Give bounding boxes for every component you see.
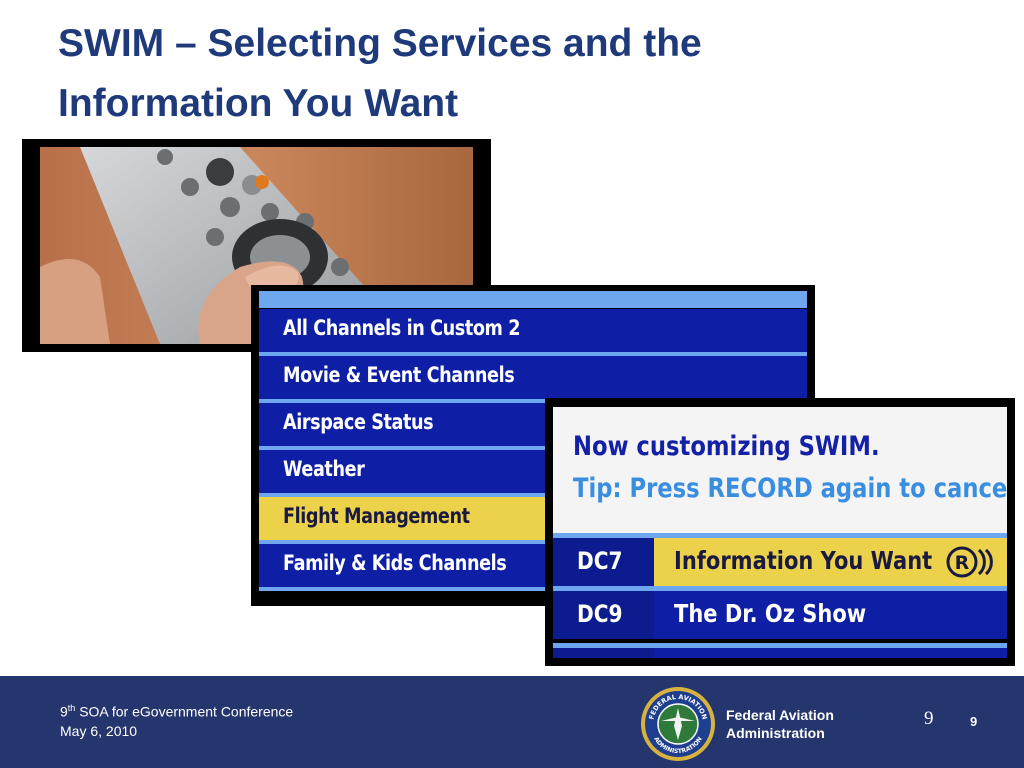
conference-name: 9th SOA for eGovernment Conference bbox=[60, 703, 293, 720]
conference-date: May 6, 2010 bbox=[60, 723, 138, 739]
channel-menu-item[interactable]: Movie & Event Channels bbox=[259, 356, 807, 403]
svg-text:R: R bbox=[955, 552, 970, 574]
organization-name-line-1: Federal Aviation bbox=[726, 707, 834, 723]
customize-tip: Tip: Press RECORD again to cance bbox=[573, 473, 1007, 504]
program-row-selected[interactable]: Information You Want R bbox=[654, 538, 1007, 586]
customize-message: Now customizing SWIM. bbox=[573, 431, 880, 462]
channel-code: DC9 bbox=[577, 600, 623, 628]
program-title: Information You Want bbox=[674, 546, 933, 575]
program-row[interactable]: The Dr. Oz Show bbox=[654, 591, 1007, 639]
faa-seal-icon: FEDERAL AVIATION ADMINISTRATION bbox=[641, 687, 715, 761]
program-title: The Dr. Oz Show bbox=[674, 599, 867, 628]
channel-menu-item[interactable]: All Channels in Custom 2 bbox=[259, 309, 807, 356]
slide-title-line-1: SWIM – Selecting Services and the bbox=[58, 22, 702, 65]
customize-message-box: Now customizing SWIM. Tip: Press RECORD … bbox=[553, 407, 1007, 533]
conference-title: SOA for eGovernment Conference bbox=[75, 703, 294, 720]
channel-menu-item-label: Movie & Event Channels bbox=[283, 363, 515, 387]
divider bbox=[553, 533, 1007, 538]
channel-menu-item-label: Airspace Status bbox=[283, 410, 434, 434]
page-number-serif: 9 bbox=[924, 708, 934, 729]
slide-title: SWIM – Selecting Services and the Inform… bbox=[58, 14, 958, 134]
channel-menu-item-label: Flight Management bbox=[283, 504, 470, 528]
channel-code: DC7 bbox=[577, 547, 623, 575]
channel-code-cell: DC9 bbox=[553, 591, 654, 639]
customize-panel: Now customizing SWIM. Tip: Press RECORD … bbox=[545, 398, 1015, 666]
menu-top-strip bbox=[259, 291, 807, 308]
channel-menu-item-label: Family & Kids Channels bbox=[283, 551, 507, 575]
record-icon: R bbox=[946, 546, 993, 578]
conference-ordinal: 9 bbox=[60, 703, 68, 720]
program-row bbox=[654, 648, 1007, 658]
channel-code-cell bbox=[553, 648, 654, 658]
divider bbox=[553, 586, 1007, 591]
conference-ordinal-suffix: th bbox=[67, 703, 76, 713]
slide-title-line-2: Information You Want bbox=[58, 82, 459, 125]
footer-bar: 9th SOA for eGovernment Conference May 6… bbox=[0, 676, 1024, 768]
page-number: 9 bbox=[970, 714, 978, 729]
channel-code-cell: DC7 bbox=[553, 538, 654, 586]
divider bbox=[553, 643, 1007, 648]
organization-name-line-2: Administration bbox=[726, 725, 825, 741]
organization-name: Federal Aviation Administration bbox=[726, 706, 834, 742]
channel-menu-item-label: All Channels in Custom 2 bbox=[283, 316, 521, 340]
channel-menu-item-label: Weather bbox=[283, 457, 365, 481]
